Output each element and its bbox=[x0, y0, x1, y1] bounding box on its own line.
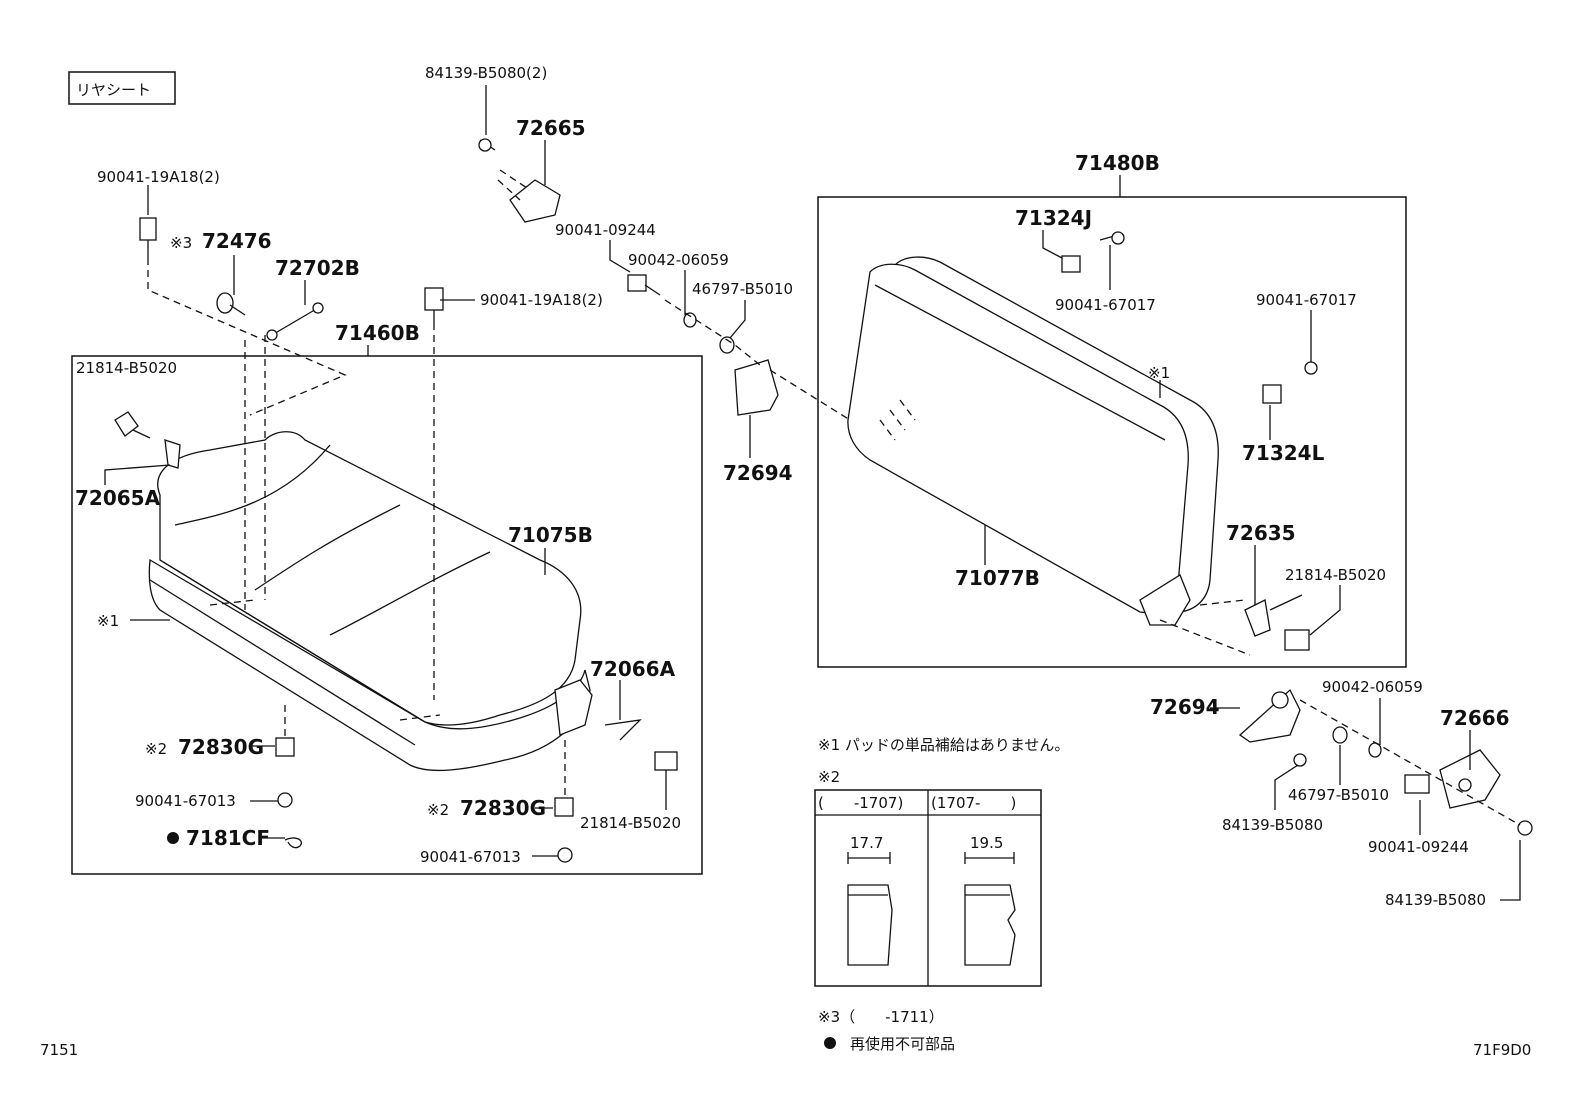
seat-back-drawing bbox=[847, 256, 1219, 626]
label-46797-right: 46797-B5010 bbox=[1288, 786, 1389, 804]
label-72065a: 72065A bbox=[75, 486, 161, 510]
leader-lines bbox=[104, 85, 1521, 901]
label-7181cf: 7181CF bbox=[186, 826, 270, 850]
label-84139-right-a: 84139-B5080 bbox=[1222, 816, 1323, 834]
label-71324l: 71324L bbox=[1242, 441, 1325, 465]
label-71480b: 71480B bbox=[1075, 151, 1160, 175]
note-3: ※3（ -1711） bbox=[818, 1008, 944, 1026]
label-90041-67013-right: 90041-67013 bbox=[420, 848, 521, 866]
mark-1-left: ※1 bbox=[97, 612, 119, 630]
label-21814-right: 21814-B5020 bbox=[1285, 566, 1386, 584]
label-72694-top: 72694 bbox=[723, 461, 793, 485]
label-90041-19a18-left: 90041-19A18(2) bbox=[97, 168, 220, 186]
section-title-box bbox=[68, 71, 176, 105]
mark-3: ※3 bbox=[170, 234, 192, 252]
page-code-right: 71F9D0 bbox=[1473, 1041, 1531, 1059]
mark-2-b: ※2 bbox=[427, 801, 449, 819]
label-90041-09244-right: 90041-09244 bbox=[1368, 838, 1469, 856]
notes: ※1 パッドの単品補給はありません。 ※2 ※3（ -1711） 再使用不可部品 bbox=[818, 736, 1069, 1053]
table-col2-header: (1707- ) bbox=[931, 794, 1016, 812]
label-72694-right: 72694 bbox=[1150, 695, 1220, 719]
table-col1-dim: 17.7 bbox=[850, 834, 883, 852]
label-46797-top: 46797-B5010 bbox=[692, 280, 793, 298]
label-72830g-right: 72830G bbox=[460, 796, 546, 820]
label-72666: 72666 bbox=[1440, 706, 1510, 730]
page-code-left: 7151 bbox=[40, 1041, 78, 1059]
legend-dot bbox=[824, 1037, 836, 1049]
label-21814-top: 21814-B5020 bbox=[76, 359, 177, 377]
note-4: 再使用不可部品 bbox=[850, 1035, 955, 1053]
mark-2-a: ※2 bbox=[145, 740, 167, 758]
label-90041-67017-b: 90041-67017 bbox=[1256, 291, 1357, 309]
mark-1-right: ※1 bbox=[1148, 364, 1170, 382]
section-title: リヤシート bbox=[76, 81, 151, 99]
seat-cushion-drawing bbox=[148, 431, 591, 772]
note-1: ※1 パッドの単品補給はありません。 bbox=[818, 736, 1069, 754]
label-90042-06059-right: 90042-06059 bbox=[1322, 678, 1423, 696]
note-2: ※2 bbox=[818, 768, 840, 786]
table-col2-dim: 19.5 bbox=[970, 834, 1003, 852]
label-72702b: 72702B bbox=[275, 256, 360, 280]
cushion-group-box bbox=[71, 355, 703, 875]
dimension-table: ( -1707) (1707- ) 17.7 19.5 bbox=[814, 789, 1042, 987]
label-72476: 72476 bbox=[202, 229, 272, 253]
label-90041-09244-top: 90041-09244 bbox=[555, 221, 656, 239]
part-labels: 84139-B5080(2) 72665 90041-19A18(2) ※3 7… bbox=[75, 64, 1510, 909]
label-21814-mid: 21814-B5020 bbox=[580, 814, 681, 832]
label-84139-top: 84139-B5080(2) bbox=[425, 64, 547, 82]
label-72665: 72665 bbox=[516, 116, 586, 140]
label-71077b: 71077B bbox=[955, 566, 1040, 590]
label-71324j: 71324J bbox=[1015, 206, 1092, 230]
assembly-lines bbox=[147, 169, 1521, 826]
back-group-box bbox=[817, 196, 1407, 668]
label-72830g-left: 72830G bbox=[178, 735, 264, 759]
table-col1-header: ( -1707) bbox=[818, 794, 903, 812]
label-90041-67017-a: 90041-67017 bbox=[1055, 296, 1156, 314]
non-reusable-dot bbox=[167, 832, 179, 844]
label-71460b: 71460B bbox=[335, 321, 420, 345]
label-90042-06059-top: 90042-06059 bbox=[628, 251, 729, 269]
label-71075b: 71075B bbox=[508, 523, 593, 547]
label-84139-right-b: 84139-B5080 bbox=[1385, 891, 1486, 909]
label-90041-67013-left: 90041-67013 bbox=[135, 792, 236, 810]
label-90041-19a18-mid: 90041-19A18(2) bbox=[480, 291, 603, 309]
label-72635: 72635 bbox=[1226, 521, 1296, 545]
label-72066a: 72066A bbox=[590, 657, 676, 681]
small-parts bbox=[114, 138, 1533, 863]
